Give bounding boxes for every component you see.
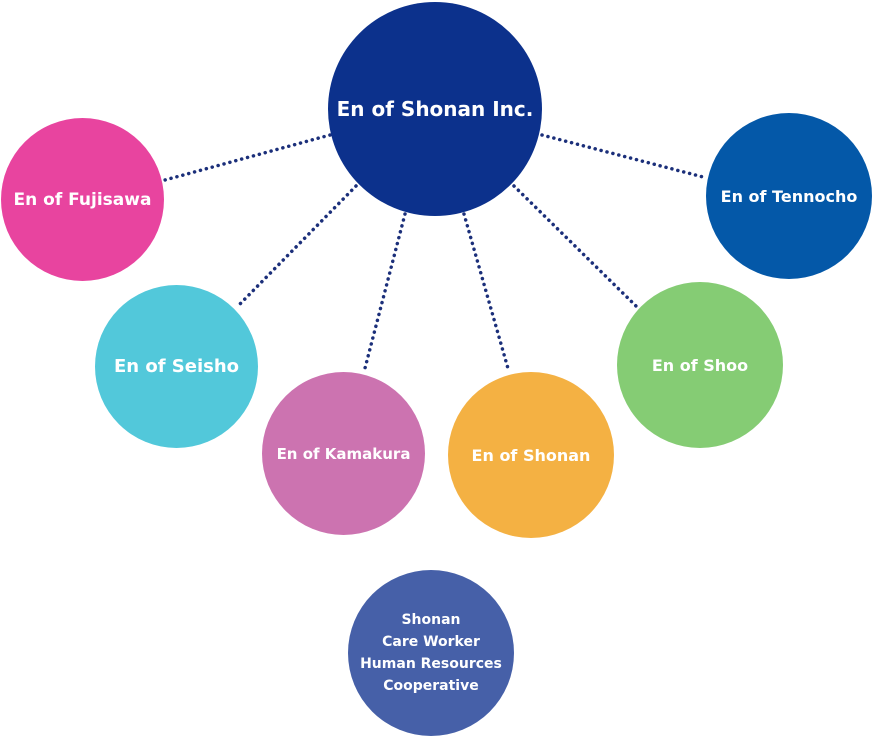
connector-seisho [236, 184, 358, 308]
branch-node-tennocho: En of Tennocho [706, 113, 872, 279]
connector-shonan [462, 212, 511, 374]
branch-node-seisho: En of Seisho [95, 285, 258, 448]
connector-kamakura [362, 212, 407, 374]
connector-fujisawa [163, 133, 332, 182]
branch-label-kamakura: En of Kamakura [276, 444, 411, 463]
branch-label-shoo: En of Shoo [651, 355, 749, 375]
branch-label-shonan: En of Shonan [471, 445, 591, 465]
branch-label-seisho: En of Seisho [113, 356, 240, 377]
cooperative-label: Shonan Care Worker Human Resources Coope… [360, 612, 502, 694]
branch-node-fujisawa: En of Fujisawa [1, 118, 164, 281]
connector-tennocho [540, 133, 709, 180]
hub-company-label: En of Shonan Inc. [336, 97, 534, 121]
branch-node-shoo: En of Shoo [617, 282, 783, 448]
cooperative-node: Shonan Care Worker Human Resources Coope… [348, 570, 514, 736]
branch-node-kamakura: En of Kamakura [262, 372, 425, 535]
branch-node-shonan: En of Shonan [448, 372, 614, 538]
branch-label-fujisawa: En of Fujisawa [13, 189, 152, 210]
connector-shoo [512, 184, 638, 308]
hub-company-node: En of Shonan Inc. [328, 2, 542, 216]
branch-label-tennocho: En of Tennocho [720, 186, 858, 206]
